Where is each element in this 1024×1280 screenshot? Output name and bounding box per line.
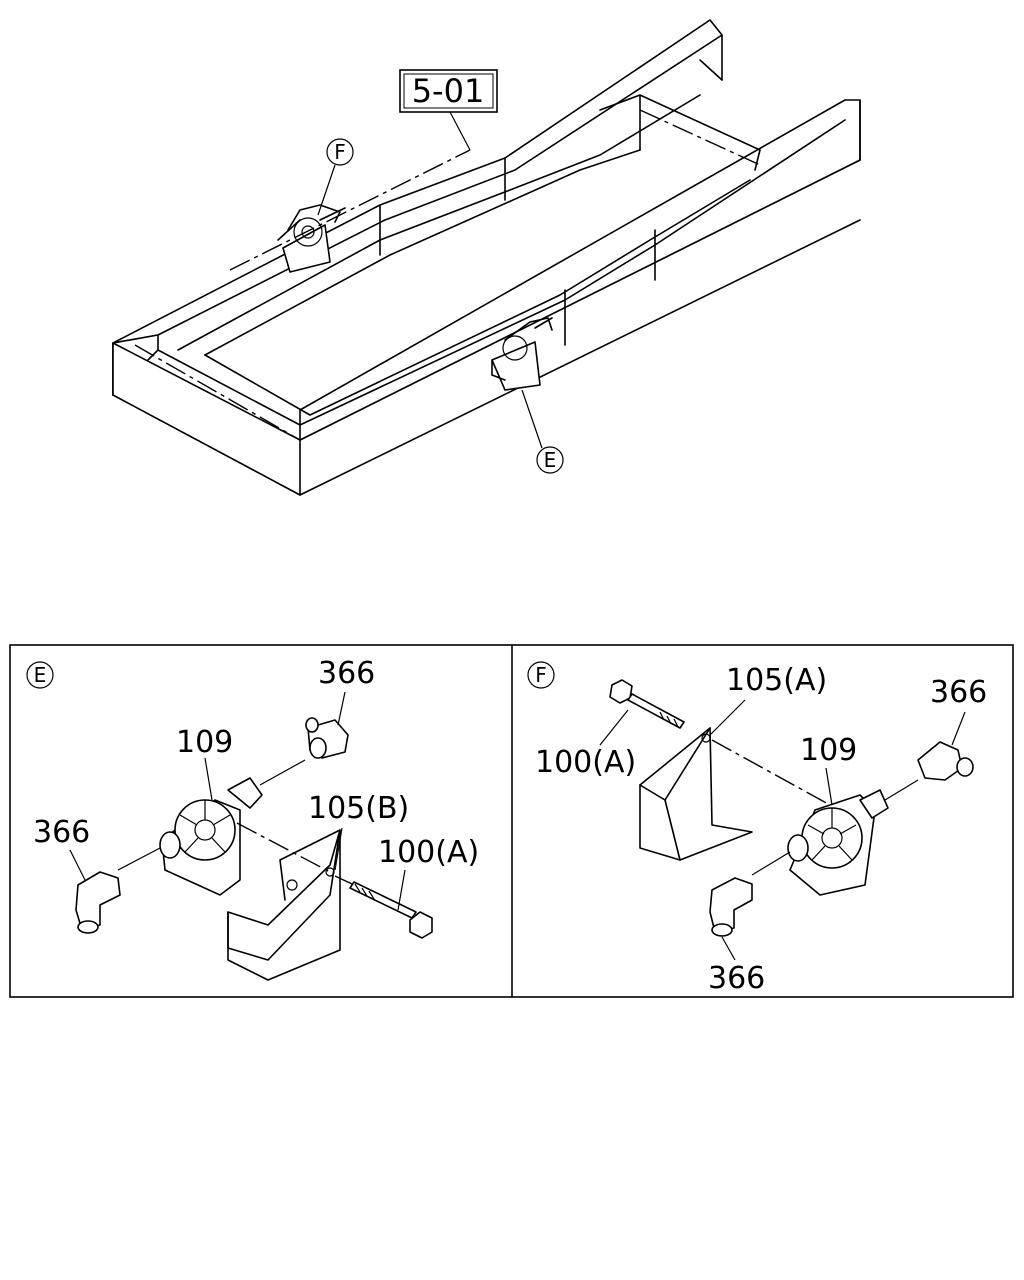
callout-e-leader: [521, 389, 543, 449]
relay-valve-e: [159, 777, 263, 896]
callout-f-leader: [317, 164, 336, 216]
label-109-f: 109: [800, 733, 857, 768]
reference-leader: [449, 111, 471, 151]
bolt-100a-f: [609, 679, 685, 729]
callout-e[interactable]: E: [536, 446, 564, 474]
relay-valve-f: [787, 789, 889, 896]
elbow-fitting-right: [917, 741, 974, 781]
valve-assembly-f-mini: [277, 204, 346, 273]
chassis-frame: [112, 19, 861, 496]
svg-text:E: E: [34, 663, 47, 687]
svg-text:5-01: 5-01: [412, 72, 485, 110]
svg-text:F: F: [535, 663, 547, 687]
label-105a: 105(A): [726, 663, 827, 698]
callout-f[interactable]: F: [326, 138, 354, 166]
bracket-105b: [227, 829, 341, 981]
label-366-top: 366: [318, 656, 375, 691]
label-366-left: 366: [33, 815, 90, 850]
reference-box[interactable]: 5-01: [399, 69, 498, 113]
panel-e: E 366 109 366: [26, 656, 479, 981]
label-100a-e: 100(A): [378, 835, 479, 870]
label-366-right: 366: [930, 675, 987, 710]
elbow-fitting-left: [75, 871, 121, 934]
bracket-105a: [639, 727, 753, 861]
elbow-fitting-bottom: [709, 877, 753, 937]
label-105b: 105(B): [308, 791, 409, 826]
panel-f: F 100(A) 105(A) 109: [527, 661, 987, 996]
label-100a-f: 100(A): [535, 745, 636, 780]
svg-text:F: F: [334, 140, 346, 164]
elbow-fitting-top: [305, 717, 349, 759]
label-109-e: 109: [176, 725, 233, 760]
label-366-bottom: 366: [708, 961, 765, 996]
valve-assembly-e-mini: [491, 317, 553, 391]
panel-e-badge: E: [26, 661, 54, 689]
svg-text:E: E: [544, 448, 557, 472]
bolt-100a-e: [349, 881, 433, 939]
panel-f-badge: F: [527, 661, 555, 689]
